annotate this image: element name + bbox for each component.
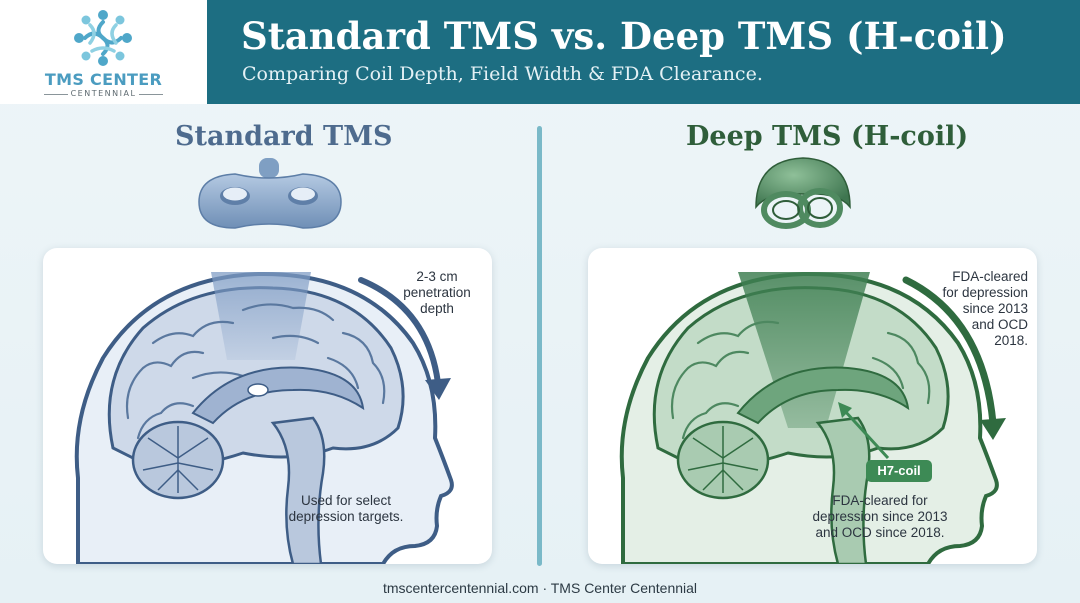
fda-clearance-label: FDA-cleared for depression since 2013 an… (942, 269, 1028, 348)
logo-divider (139, 94, 163, 95)
standard-note: Used for select depression targets. (288, 493, 404, 524)
deep-tms-card: FDA-cleared for depression since 2013 an… (588, 248, 1037, 564)
standard-tms-card: 2-3 cm penetration depth Used for select… (43, 248, 492, 564)
standard-tms-heading: Standard TMS (175, 121, 393, 152)
page-title: Standard TMS vs. Deep TMS (H-coil) (241, 14, 1007, 58)
penetration-depth-label: 2-3 cm penetration depth (403, 269, 471, 316)
figure-eight-coil-icon (198, 158, 342, 229)
logo-divider (44, 94, 68, 95)
footer-credit[interactable]: tmscentercentennial.com · TMS Center Cen… (382, 580, 698, 596)
deep-brain-illustration (619, 271, 1006, 564)
stimulation-field (211, 272, 311, 360)
logo-subtitle: CENTENNIAL (70, 89, 137, 98)
deep-tms-heading: Deep TMS (H-coil) (686, 121, 969, 152)
header: TMS CENTER CENTENNIAL Standard TMS vs. D… (0, 0, 1080, 104)
column-divider (537, 126, 542, 566)
logo-name: TMS CENTER (44, 70, 163, 89)
deep-depth-arrow (902, 276, 997, 427)
standard-brain-illustration (74, 271, 454, 564)
deep-note: FDA-cleared for depression since 2013 an… (812, 493, 948, 540)
page-subtitle: Comparing Coil Depth, Field Width & FDA … (242, 63, 763, 85)
logo[interactable]: TMS CENTER CENTENNIAL (0, 0, 207, 104)
depth-arrow (358, 277, 441, 386)
title-banner (207, 0, 1080, 104)
h7-pointer (842, 408, 890, 460)
h-coil-icon (755, 157, 851, 229)
people-circle-logo-icon (74, 10, 132, 66)
h7-coil-badge: H7-coil (866, 460, 932, 482)
